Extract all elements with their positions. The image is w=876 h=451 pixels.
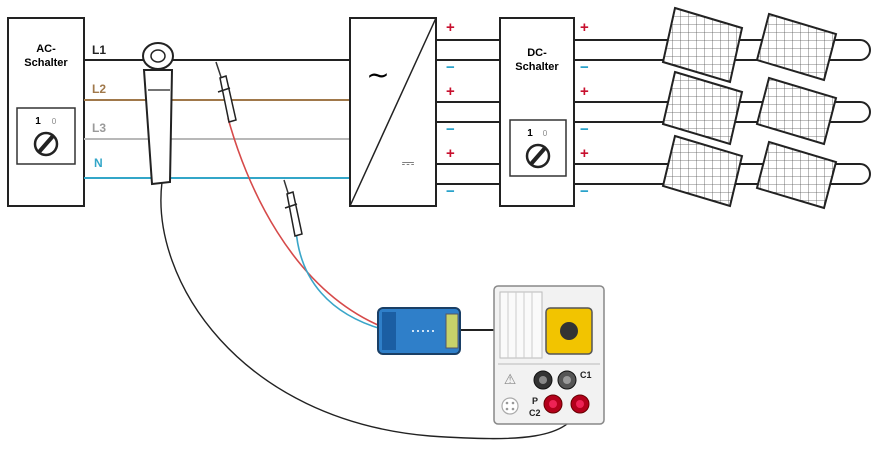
pv-panel-1-2 [755, 12, 838, 82]
pv-panel-3-1 [661, 134, 744, 208]
string-3-loop [859, 163, 871, 185]
terminal-black-center [539, 376, 547, 384]
red-probe-guard [217, 87, 231, 93]
inv-plus-1: + [446, 19, 455, 36]
probe-adapter[interactable] [377, 307, 461, 355]
ac-switch-label-2: Schalter [24, 57, 68, 69]
measuring-instrument: ⚠ C1 P C2 [493, 285, 605, 425]
inv-plus-3: + [446, 145, 455, 162]
terminal-c2-label: C2 [529, 408, 541, 418]
inv-minus-3: − [446, 183, 455, 200]
pv-panel-2-2 [755, 76, 838, 146]
pv-panel-1-1 [661, 6, 744, 84]
adapter-end-right [445, 313, 459, 349]
terminal-c1-label: C1 [580, 370, 592, 380]
inv-minus-1: − [446, 59, 455, 76]
clamp-jaw-inner [150, 49, 166, 63]
ac-switch-knob-handle [37, 134, 55, 154]
clamp-input-socket-hole [560, 322, 578, 340]
dc-switch-label-1: DC- [527, 47, 547, 59]
red-test-probe[interactable] [215, 61, 237, 123]
dc-switch-polarity-marks: + − + − + − [580, 19, 589, 200]
dc-plus-2: + [580, 83, 589, 100]
dc-lines-inverter-side [436, 39, 500, 185]
terminal-p-center [549, 400, 557, 408]
conductor-l2-label: L2 [92, 82, 106, 96]
current-clamp[interactable] [142, 42, 174, 186]
string-1-loop [859, 39, 871, 61]
terminal-c1-center [563, 376, 571, 384]
inv-plus-2: + [446, 83, 455, 100]
pv-panel-3-2 [755, 140, 838, 210]
red-probe-body [219, 75, 237, 123]
dc-minus-1: − [580, 59, 589, 76]
ac-switch-label-1: AC- [36, 43, 56, 55]
dc-minus-3: − [580, 183, 589, 200]
clamp-body [142, 69, 174, 186]
connector-port-icon [501, 397, 519, 415]
blue-probe-body [286, 191, 303, 237]
blue-test-probe[interactable] [283, 179, 303, 237]
red-probe-wire [227, 117, 386, 329]
dc-minus-2: − [580, 121, 589, 138]
blue-probe-wire [295, 229, 386, 331]
instrument-panel-grid [499, 291, 543, 359]
string-2-loop [859, 101, 871, 123]
dc-switch-pos-on: 1 [527, 128, 533, 139]
blue-probe-guard [284, 203, 298, 209]
clamp-cable [160, 181, 581, 440]
warning-icon: ⚠ [504, 372, 517, 388]
dc-switch: DC- Schalter 1 0 [499, 17, 575, 207]
connector-pin-1 [505, 401, 509, 405]
ac-switch-pos-off: 0 [52, 117, 57, 126]
connector-pin-3 [505, 407, 509, 411]
inverter-polarity-marks: + − + − + − [446, 19, 455, 200]
dc-switch-label-2: Schalter [515, 61, 559, 73]
terminal-p-label: P [532, 396, 538, 406]
terminal-c2-center [576, 400, 584, 408]
conductor-l3-label: L3 [92, 121, 106, 135]
ac-switch-pos-on: 1 [35, 116, 41, 127]
conductor-l1-label: L1 [92, 43, 106, 57]
connector-pin-2 [511, 401, 515, 405]
dc-switch-pos-off: 0 [543, 129, 548, 138]
dc-plus-1: + [580, 19, 589, 36]
connector-pin-4 [511, 407, 515, 411]
ac-conductors: L1 L2 L3 N [84, 43, 350, 179]
ac-switch: AC- Schalter 1 0 [7, 17, 85, 207]
inv-minus-2: − [446, 121, 455, 138]
pv-panels [661, 6, 838, 210]
inverter: ~ ⎓ [349, 17, 437, 207]
inverter-diagonal [349, 17, 437, 207]
dc-switch-knob-handle [529, 146, 547, 166]
conductor-n-label: N [94, 156, 103, 170]
pv-panel-2-1 [661, 70, 744, 146]
dc-plus-3: + [580, 145, 589, 162]
inverter-dc-symbol: ⎓ [402, 153, 415, 172]
inverter-ac-symbol: ~ [366, 58, 389, 91]
adapter-end-left [382, 312, 396, 350]
